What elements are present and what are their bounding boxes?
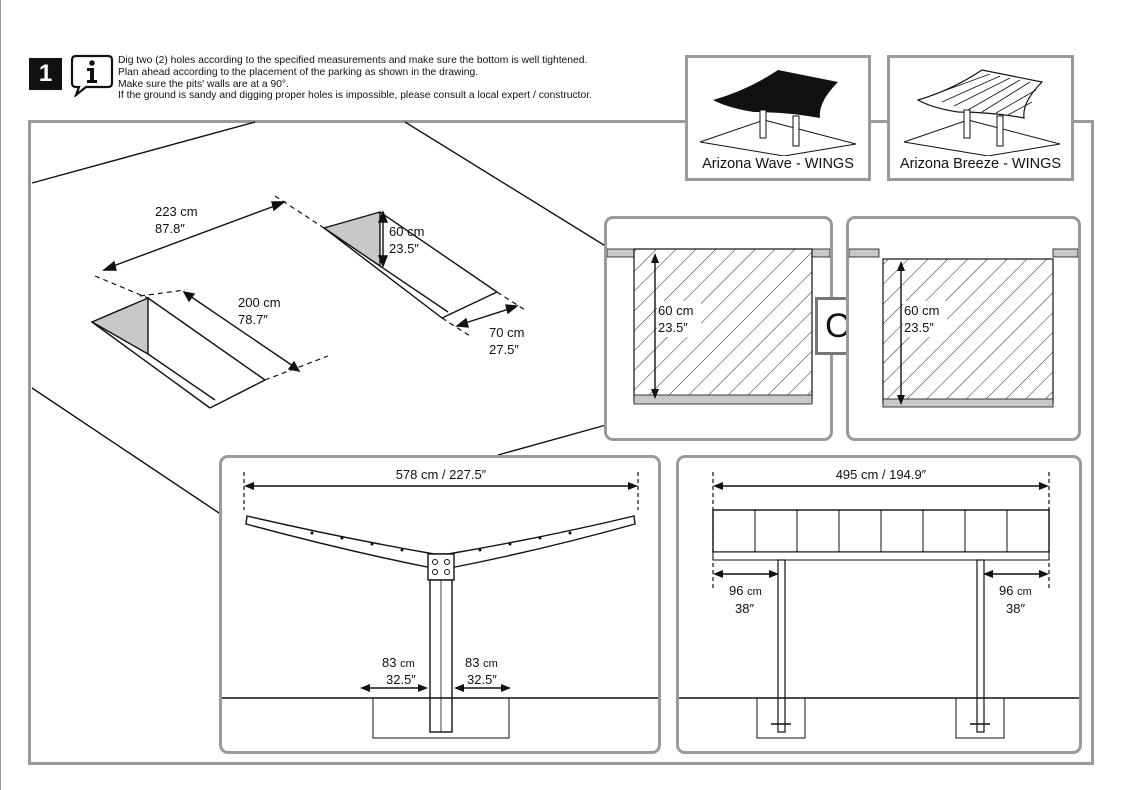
pit-depth-in: 23.5″ bbox=[389, 241, 419, 256]
side-view-drawing: 495 cm / 194.9″ 96 cm 38″ 96 cm 38″ bbox=[679, 467, 1079, 739]
pit-section-right: 60 cm 23.5″ bbox=[849, 248, 1078, 408]
side-left-overhang-in: 38″ bbox=[735, 601, 754, 616]
pit-length-in: 87.8″ bbox=[155, 221, 185, 236]
side-left-overhang-cm: 96 cm bbox=[729, 583, 762, 598]
instruction-line: Dig two (2) holes according to the speci… bbox=[118, 55, 588, 66]
main-frame bbox=[28, 120, 1094, 765]
section-right-depth-cm: 60 cm bbox=[904, 303, 939, 318]
page-edge bbox=[0, 0, 1, 790]
front-left-offset-in: 32.5″ bbox=[386, 672, 416, 687]
step-number-badge: 1 bbox=[29, 58, 62, 90]
section-panel-right: 60 cm 23.5″ bbox=[846, 216, 1081, 441]
front-right-offset-in: 32.5″ bbox=[467, 672, 497, 687]
pit-width-cm: 70 cm bbox=[489, 325, 524, 340]
side-span-label: 495 cm / 194.9″ bbox=[836, 467, 927, 482]
model-box-wave: Arizona Wave - WINGS bbox=[685, 55, 871, 181]
side-right-overhang-in: 38″ bbox=[1006, 601, 1025, 616]
side-right-overhang-cm: 96 cm bbox=[999, 583, 1032, 598]
section-right-depth-in: 23.5″ bbox=[904, 320, 934, 335]
pit-depth-cm: 60 cm bbox=[389, 224, 424, 239]
section-panel-left: 60 cm 23.5″ bbox=[604, 216, 833, 441]
instruction-line: If the ground is sandy and digging prope… bbox=[118, 90, 592, 102]
section-left-depth-cm: 60 cm bbox=[658, 303, 693, 318]
carport-wave-illustration bbox=[699, 70, 857, 156]
instructions: Dig two (2) holes according to the speci… bbox=[118, 55, 678, 102]
instruction-line: Make sure the pits' walls are at a 90°. bbox=[118, 78, 289, 90]
pit-length-cm: 223 cm bbox=[155, 204, 198, 219]
info-icon bbox=[70, 54, 114, 97]
front-view-drawing: 578 cm / 227.5″ 83 cm 32.5″ 83 cm 32.5″ bbox=[222, 467, 658, 739]
pit-spacing-cm: 200 cm bbox=[238, 295, 281, 310]
instruction-line: Plan ahead according to the placement of… bbox=[118, 66, 479, 78]
section-left-depth-in: 23.5″ bbox=[658, 320, 688, 335]
pit-spacing-in: 78.7″ bbox=[238, 312, 268, 327]
model-label-breeze: Arizona Breeze - WINGS bbox=[899, 156, 1062, 172]
front-right-offset-cm: 83 cm bbox=[465, 655, 498, 670]
carport-breeze-illustration bbox=[903, 69, 1061, 156]
pit-width-in: 27.5″ bbox=[489, 342, 519, 357]
side-view-panel: 495 cm / 194.9″ 96 cm 38″ 96 cm 38″ bbox=[676, 455, 1082, 754]
model-box-breeze: Arizona Breeze - WINGS bbox=[887, 55, 1074, 181]
model-label-wave: Arizona Wave - WINGS bbox=[702, 156, 854, 172]
front-span-label: 578 cm / 227.5″ bbox=[396, 467, 487, 482]
front-left-offset-cm: 83 cm bbox=[382, 655, 415, 670]
front-view-panel: 578 cm / 227.5″ 83 cm 32.5″ 83 cm 32.5″ bbox=[219, 455, 661, 754]
pit-section-left: 60 cm 23.5″ bbox=[607, 248, 830, 405]
